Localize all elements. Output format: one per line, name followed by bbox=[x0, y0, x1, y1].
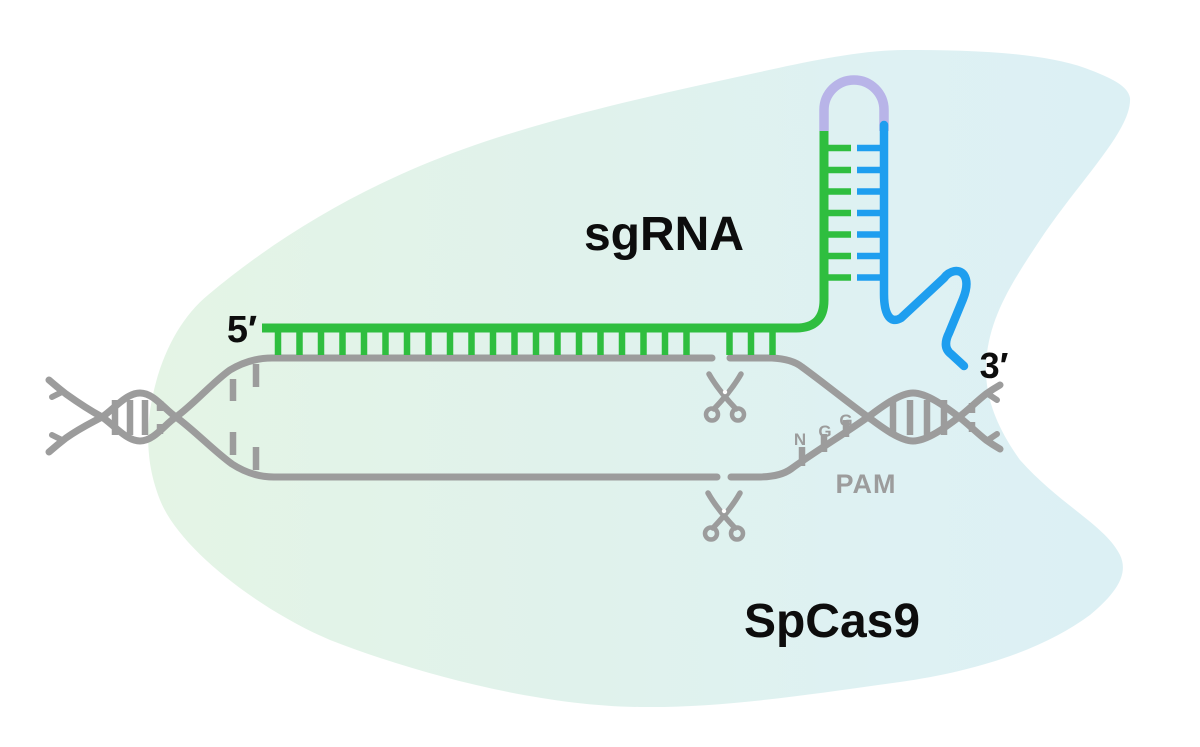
sgrna-loop bbox=[819, 75, 889, 131]
left-helix-base-pairs bbox=[111, 400, 164, 435]
sgrna-label: sgRNA bbox=[584, 208, 744, 261]
sgrna-scaffold-strand bbox=[879, 120, 971, 371]
pam-base-n-label: N bbox=[794, 430, 806, 449]
three-prime-label: 3′ bbox=[980, 345, 1009, 386]
guide-dna-base-pairs bbox=[274, 331, 776, 355]
top-cut-scissors-icon bbox=[703, 371, 747, 423]
hairpin-base-pairs-green bbox=[826, 144, 851, 281]
dna-bottom-strand-left bbox=[45, 389, 721, 481]
pam-base-g1-label: G bbox=[818, 422, 831, 441]
sgrna-guide-strand bbox=[262, 125, 829, 333]
five-prime-label: 5′ bbox=[227, 309, 257, 351]
bottom-cut-scissors-icon bbox=[702, 490, 746, 542]
dna-top-strand-left bbox=[45, 354, 716, 445]
unwound-base-stubs bbox=[229, 364, 260, 470]
right-helix-base-pairs bbox=[889, 400, 976, 435]
pam-base-stubs bbox=[798, 420, 850, 466]
spcas9-label: SpCas9 bbox=[744, 595, 920, 648]
dna-fork-tips bbox=[49, 389, 1000, 443]
hairpin-base-pairs-blue bbox=[857, 144, 882, 281]
pam-label: PAM bbox=[836, 469, 897, 499]
pam-base-g2-label: G bbox=[839, 411, 852, 430]
